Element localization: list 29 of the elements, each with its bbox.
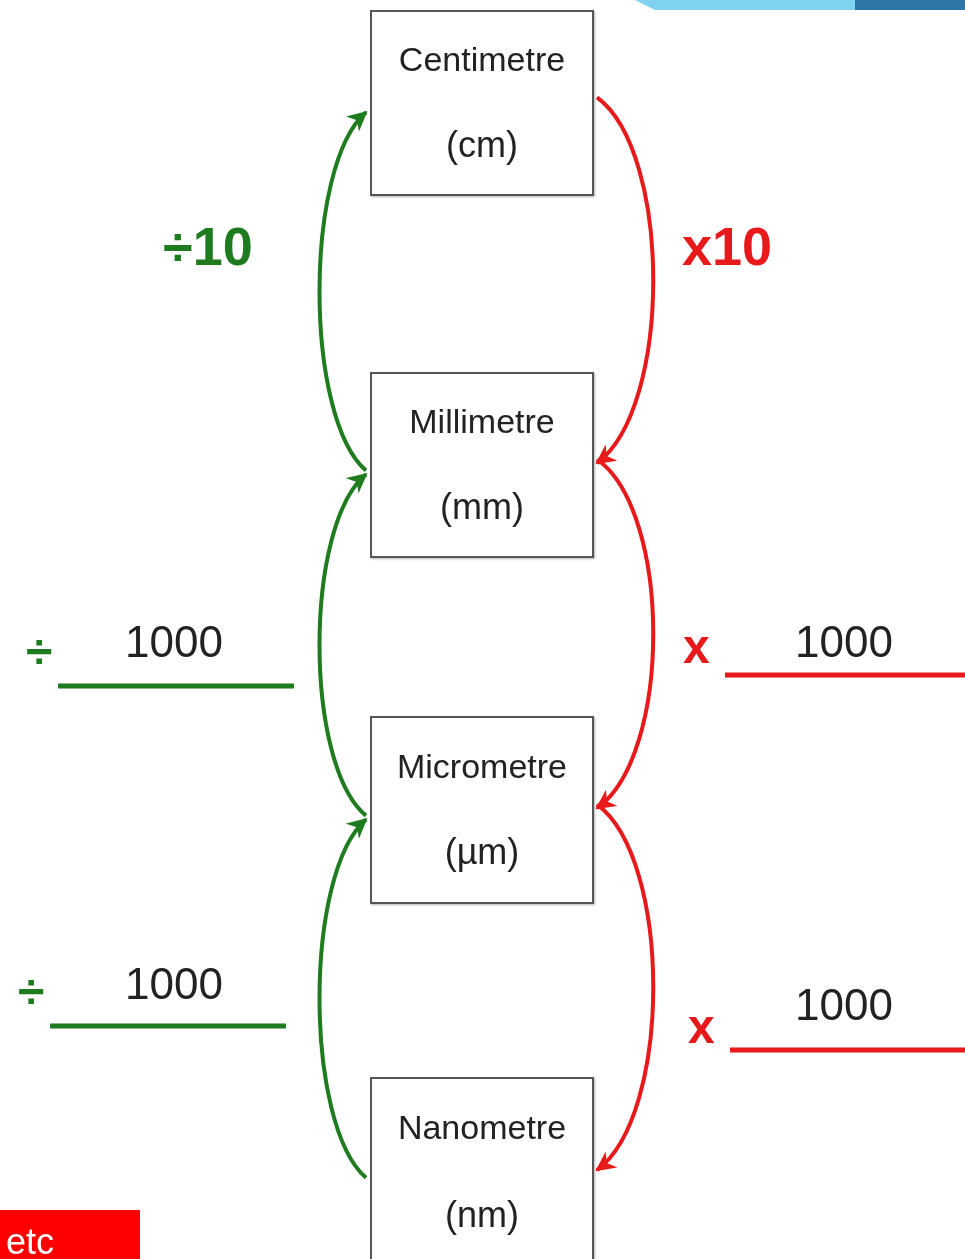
edge-label: ÷10 xyxy=(163,215,253,277)
unit-name: Micrometre xyxy=(397,746,567,786)
operator-symbol: ÷ xyxy=(18,968,45,1016)
unit-symbol: (nm) xyxy=(445,1193,519,1236)
edge-label: x10 xyxy=(682,215,773,277)
operator-symbol: x xyxy=(683,623,710,671)
unit-symbol: (cm) xyxy=(446,123,518,166)
factor-number: 1000 xyxy=(795,620,893,664)
unit-name: Centimetre xyxy=(398,40,566,80)
unit-name: Nanometre xyxy=(397,1108,567,1148)
unit-name: Millimetre xyxy=(409,402,555,442)
curved-arrow xyxy=(317,817,368,1179)
factor-number: 1000 xyxy=(795,983,893,1027)
curved-arrow xyxy=(595,96,656,465)
curved-arrow xyxy=(317,472,368,817)
operator-symbol: ÷ xyxy=(26,628,53,676)
operator-symbol: x xyxy=(688,1003,715,1051)
unit-symbol: (mm) xyxy=(440,485,524,528)
unit-box xyxy=(370,10,594,196)
curved-arrow xyxy=(595,802,656,1172)
curved-arrow xyxy=(595,458,656,810)
unit-box xyxy=(370,372,594,558)
note-tag: etc xyxy=(0,1210,140,1259)
unit-symbol: (µm) xyxy=(444,831,520,874)
unit-box xyxy=(370,716,594,904)
unit-box xyxy=(370,1077,594,1259)
factor-number: 1000 xyxy=(125,962,223,1006)
curved-arrow xyxy=(317,110,368,472)
factor-number: 1000 xyxy=(125,620,223,664)
